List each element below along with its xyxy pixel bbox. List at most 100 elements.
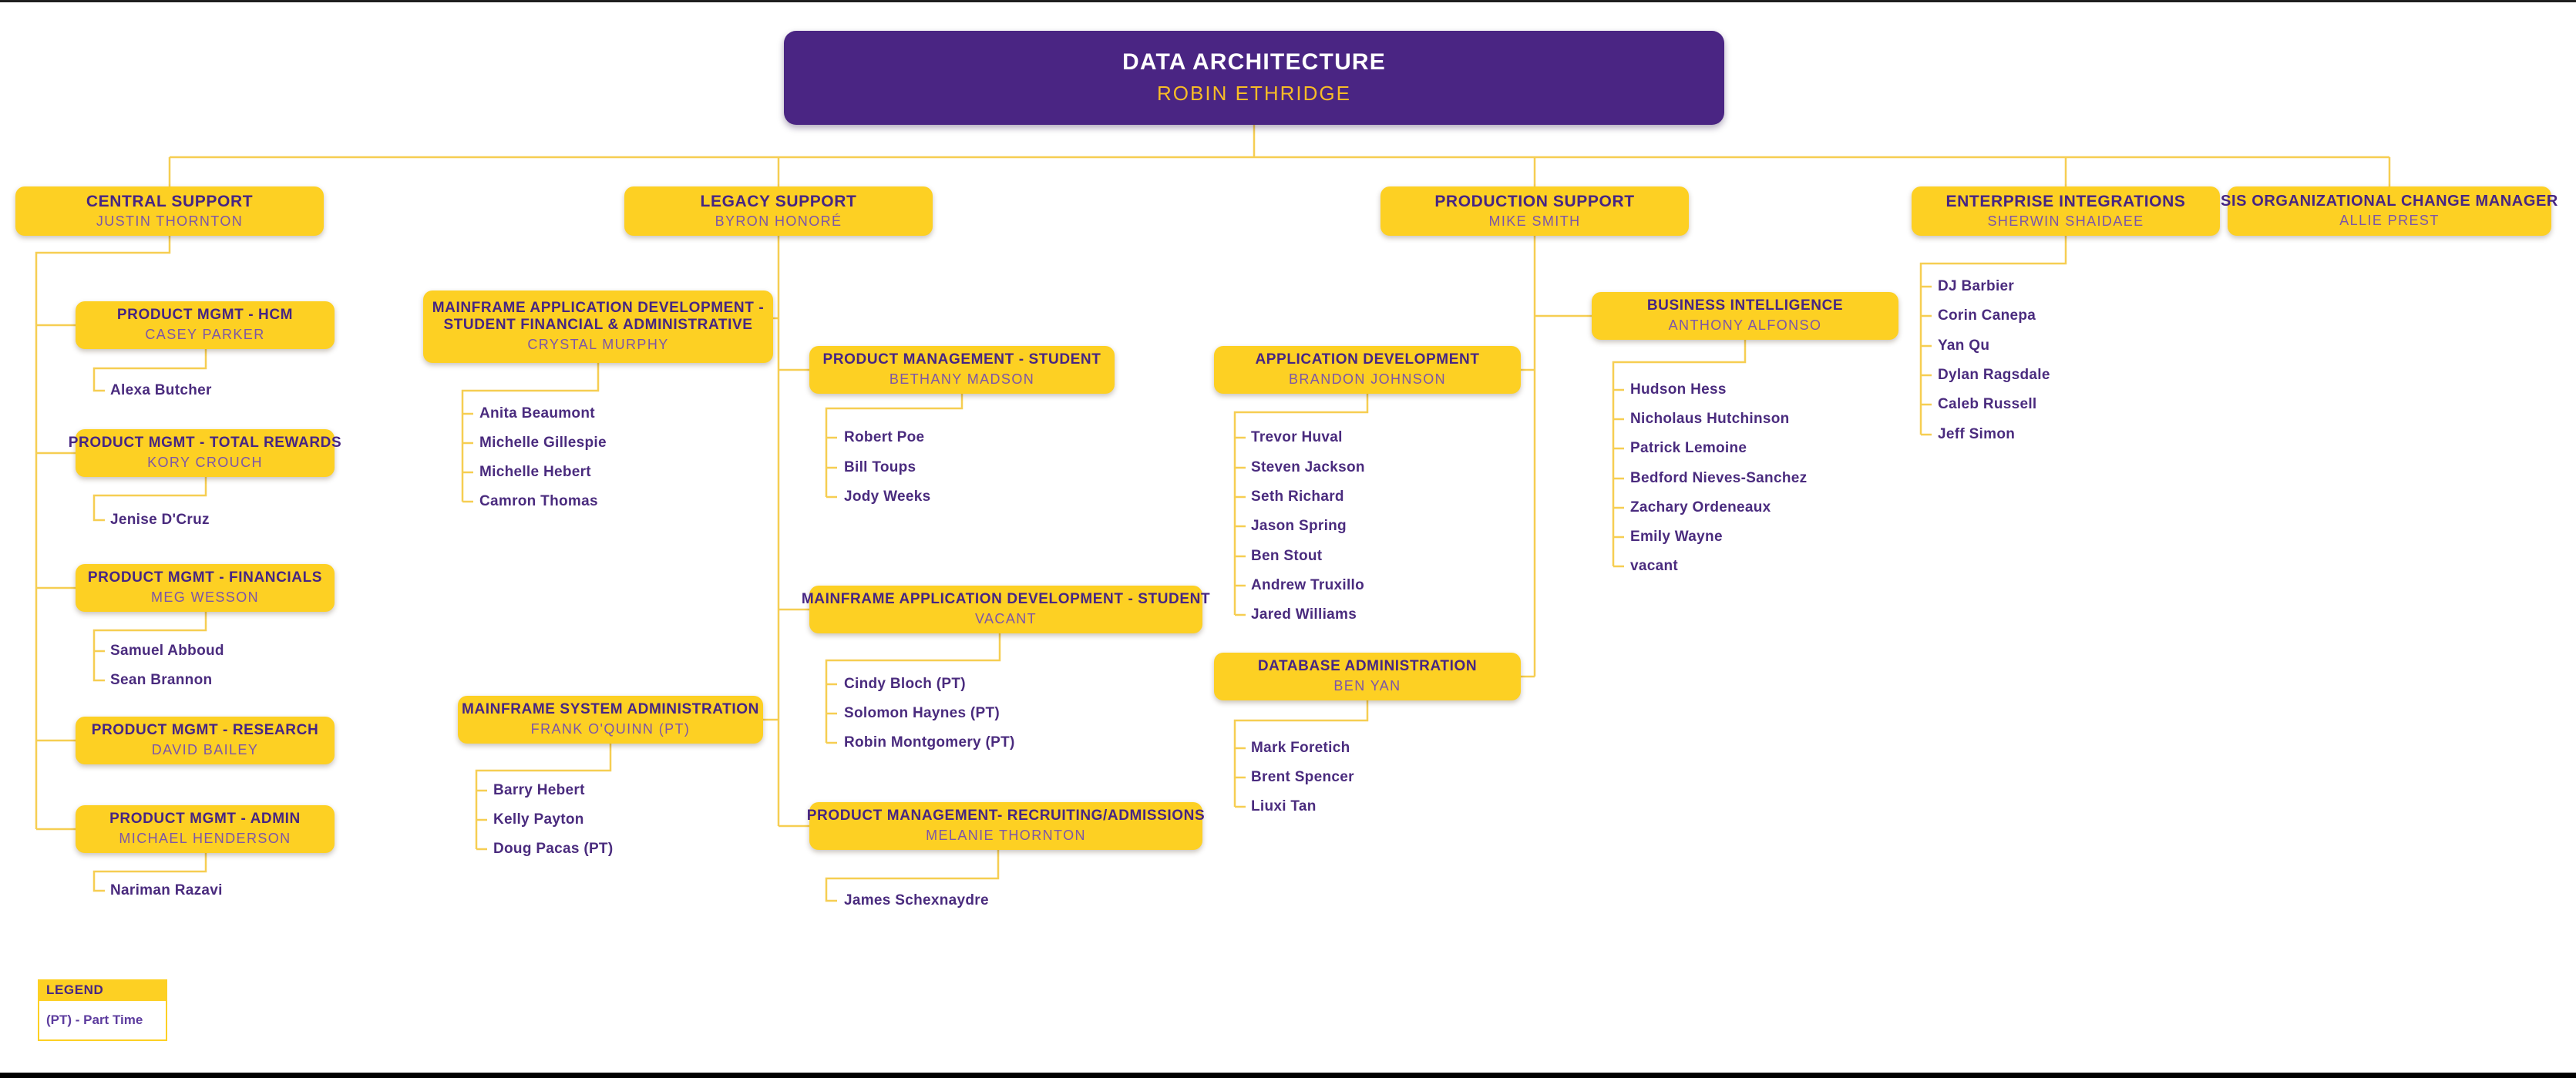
employee-name: Ben Stout (1251, 548, 1323, 564)
dept-box-product-mgmt-admin: PRODUCT MGMT - ADMIN MICHAEL HENDERSON (76, 805, 335, 853)
employee-name: vacant (1630, 558, 1679, 574)
root-manager: ROBIN ETHRIDGE (1157, 82, 1351, 106)
legend-item-part-time: (PT) - Part Time (38, 1001, 167, 1041)
employee-name: Steven Jackson (1251, 459, 1365, 475)
root-box-data-architecture: DATA ARCHITECTURE ROBIN ETHRIDGE (784, 31, 1724, 125)
employee-name: Emily Wayne (1630, 529, 1723, 545)
employee-name: Andrew Truxillo (1251, 577, 1365, 593)
employee-name: Seth Richard (1251, 489, 1344, 505)
dept-title: PRODUCT MANAGEMENT - STUDENT (822, 351, 1101, 368)
dept-manager: DAVID BAILEY (151, 741, 259, 757)
dept-manager: MEG WESSON (150, 589, 259, 605)
employee-name: Jason Spring (1251, 518, 1347, 534)
dept-box-application-development: APPLICATION DEVELOPMENT BRANDON JOHNSON (1214, 346, 1521, 394)
dept-manager: MIKE SMITH (1488, 213, 1581, 229)
employee-name: DJ Barbier (1938, 278, 2015, 294)
dept-manager: FRANK O'QUINN (PT) (530, 720, 691, 737)
legend-title: LEGEND (38, 979, 167, 1001)
employee-name: Yan Qu (1938, 338, 1990, 354)
employee-name: Robert Poe (844, 429, 925, 445)
employee-name: Jenise D'Cruz (110, 512, 210, 528)
connector-top-level (168, 125, 2391, 186)
employee-name: Hudson Hess (1630, 381, 1727, 398)
dept-title: PRODUCTION SUPPORT (1434, 192, 1635, 210)
dept-manager: ALLIE PREST (2339, 213, 2440, 229)
connector-production-support (1233, 236, 1747, 808)
dept-box-mainframe-system-administration: MAINFRAME SYSTEM ADMINISTRATION FRANK O'… (458, 696, 763, 744)
dept-box-product-mgmt-total-rewards: PRODUCT MGMT - TOTAL REWARDS KORY CROUCH (69, 429, 341, 477)
employee-name: Trevor Huval (1251, 429, 1343, 445)
dept-manager: BYRON HONORÉ (715, 213, 842, 229)
employee-name: Dylan Ragsdale (1938, 367, 2050, 383)
dept-box-mainframe-app-dev-student-financial-administrative: MAINFRAME APPLICATION DEVELOPMENT - STUD… (423, 290, 773, 363)
dept-box-product-mgmt-hcm: PRODUCT MGMT - HCM CASEY PARKER (76, 301, 335, 349)
dept-box-central-support: CENTRAL SUPPORT JUSTIN THORNTON (15, 186, 324, 236)
dept-box-enterprise-integrations: ENTERPRISE INTEGRATIONS SHERWIN SHAIDAEE (1912, 186, 2220, 236)
employee-name: Samuel Abboud (110, 643, 224, 659)
bottom-window-edge (0, 1073, 2576, 1078)
employee-name: Caleb Russell (1938, 396, 2037, 412)
dept-box-product-mgmt-research: PRODUCT MGMT - RESEARCH DAVID BAILEY (76, 717, 335, 764)
dept-manager: MELANIE THORNTON (926, 827, 1086, 843)
dept-box-product-management-student: PRODUCT MANAGEMENT - STUDENT BETHANY MAD… (809, 346, 1115, 394)
employee-name: Brent Spencer (1251, 769, 1354, 785)
dept-title: APPLICATION DEVELOPMENT (1255, 351, 1480, 368)
dept-manager: CASEY PARKER (145, 326, 265, 342)
dept-title: MAINFRAME APPLICATION DEVELOPMENT - STUD… (432, 299, 765, 334)
connector-legacy-support (461, 236, 1001, 902)
dept-title: LEGACY SUPPORT (700, 192, 857, 210)
dept-manager: SHERWIN SHAIDAEE (1987, 213, 2144, 229)
dept-manager: VACANT (974, 610, 1037, 626)
employee-name: Sean Brannon (110, 672, 213, 688)
employee-name: Patrick Lemoine (1630, 440, 1747, 456)
employee-name: Jody Weeks (844, 489, 931, 505)
dept-manager: BEN YAN (1333, 677, 1401, 693)
employee-name: Doug Pacas (PT) (493, 841, 614, 857)
employee-name: Cindy Bloch (PT) (844, 676, 966, 692)
employee-name: Nariman Razavi (110, 882, 223, 898)
employee-name: Mark Foretich (1251, 740, 1350, 756)
dept-title: SIS ORGANIZATIONAL CHANGE MANAGER (2221, 193, 2558, 210)
employee-name: Kelly Payton (493, 811, 584, 828)
dept-box-business-intelligence: BUSINESS INTELLIGENCE ANTHONY ALFONSO (1592, 292, 1898, 340)
employee-name: Michelle Hebert (479, 464, 591, 480)
dept-title: BUSINESS INTELLIGENCE (1646, 297, 1844, 314)
employee-name: Liuxi Tan (1251, 798, 1317, 814)
dept-box-database-administration: DATABASE ADMINISTRATION BEN YAN (1214, 653, 1521, 700)
employee-name: Michelle Gillespie (479, 435, 607, 451)
dept-box-mainframe-app-dev-student: MAINFRAME APPLICATION DEVELOPMENT - STUD… (802, 586, 1210, 633)
dept-title: MAINFRAME APPLICATION DEVELOPMENT - STUD… (801, 590, 1211, 607)
employee-name: Corin Canepa (1938, 307, 2036, 324)
employee-name: Nicholaus Hutchinson (1630, 411, 1790, 427)
employee-name: Robin Montgomery (PT) (844, 734, 1015, 751)
dept-manager: MICHAEL HENDERSON (119, 830, 291, 846)
employee-name: Barry Hebert (493, 782, 585, 798)
root-title: DATA ARCHITECTURE (1122, 49, 1387, 76)
employee-name: Zachary Ordeneaux (1630, 499, 1771, 515)
dept-title: PRODUCT MGMT - FINANCIALS (87, 569, 323, 586)
employee-name: James Schexnaydre (844, 892, 989, 908)
dept-manager: ANTHONY ALFONSO (1668, 317, 1822, 333)
employee-name: Camron Thomas (479, 493, 598, 509)
dept-title: PRODUCT MANAGEMENT- RECRUITING/ADMISSION… (806, 807, 1206, 824)
dept-box-production-support: PRODUCTION SUPPORT MIKE SMITH (1380, 186, 1689, 236)
top-window-edge (0, 0, 2576, 2)
employee-name: Anita Beaumont (479, 405, 595, 421)
employee-name: Bill Toups (844, 459, 916, 475)
dept-title: ENTERPRISE INTEGRATIONS (1945, 192, 2186, 210)
dept-manager: JUSTIN THORNTON (96, 213, 244, 229)
dept-title: PRODUCT MGMT - TOTAL REWARDS (68, 434, 342, 451)
dept-manager: BRANDON JOHNSON (1288, 371, 1446, 387)
dept-box-legacy-support: LEGACY SUPPORT BYRON HONORÉ (624, 186, 933, 236)
employee-name: Bedford Nieves-Sanchez (1630, 470, 1808, 486)
employee-name: Jared Williams (1251, 606, 1357, 623)
connector-enterprise-integrations (1919, 236, 2067, 436)
dept-box-product-mgmt-financials: PRODUCT MGMT - FINANCIALS MEG WESSON (76, 564, 335, 612)
dept-title: DATABASE ADMINISTRATION (1257, 657, 1478, 674)
dept-manager: BETHANY MADSON (889, 371, 1035, 387)
legend: LEGEND (PT) - Part Time (38, 979, 167, 1041)
dept-title: MAINFRAME SYSTEM ADMINISTRATION (462, 700, 759, 717)
dept-title: PRODUCT MGMT - HCM (116, 306, 294, 323)
